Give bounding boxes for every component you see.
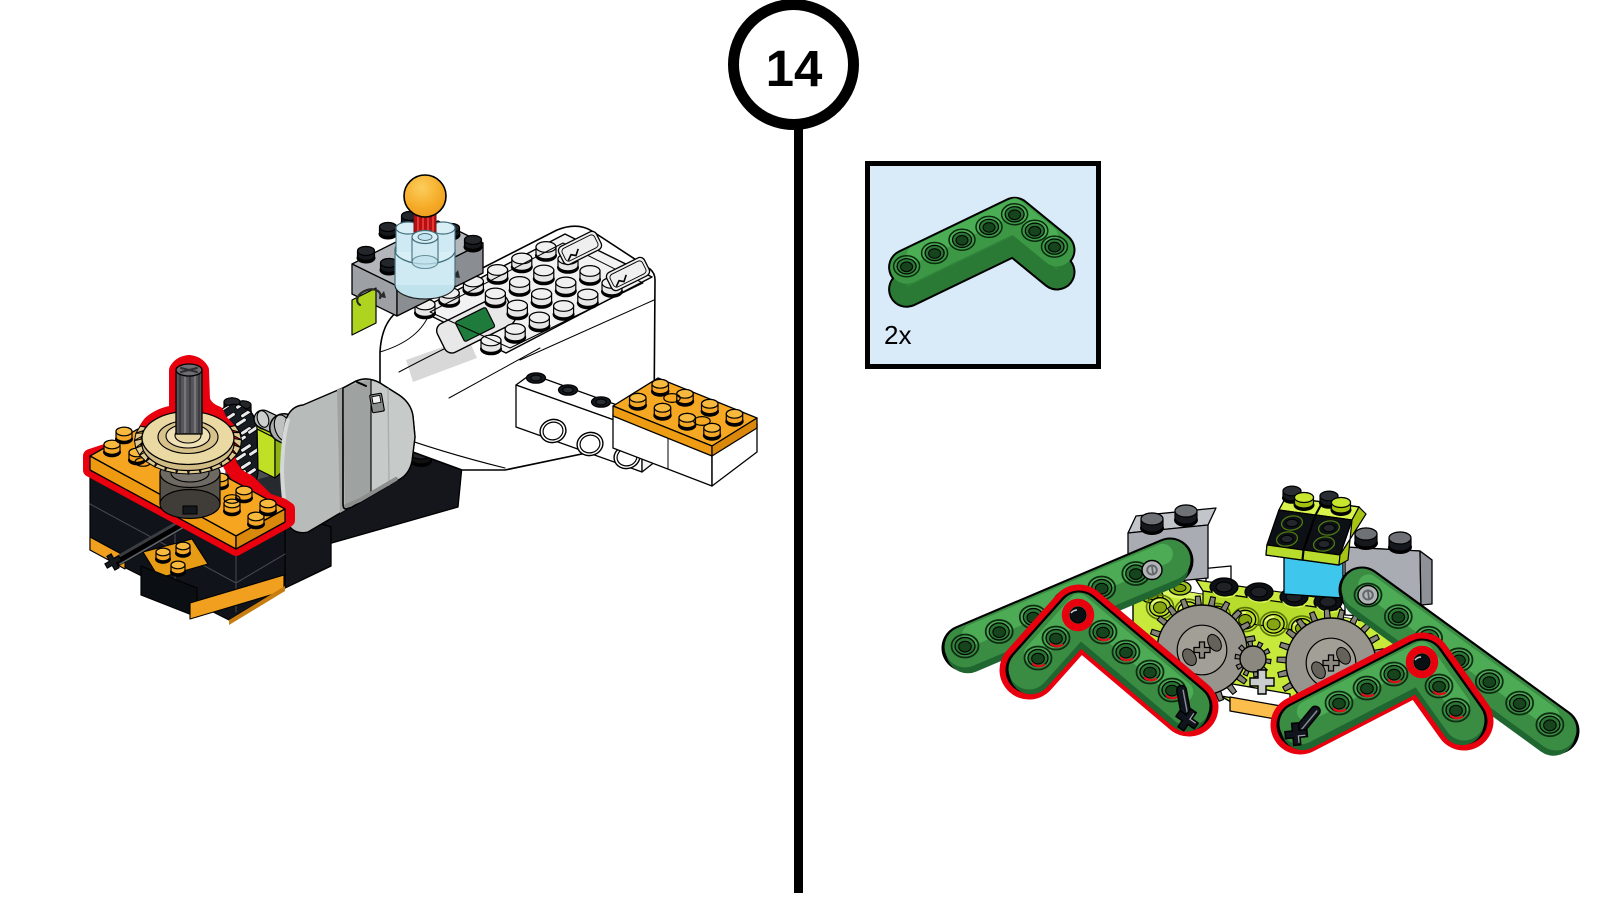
svg-text:2x: 2x <box>884 320 911 350</box>
svg-text:14: 14 <box>766 40 823 97</box>
